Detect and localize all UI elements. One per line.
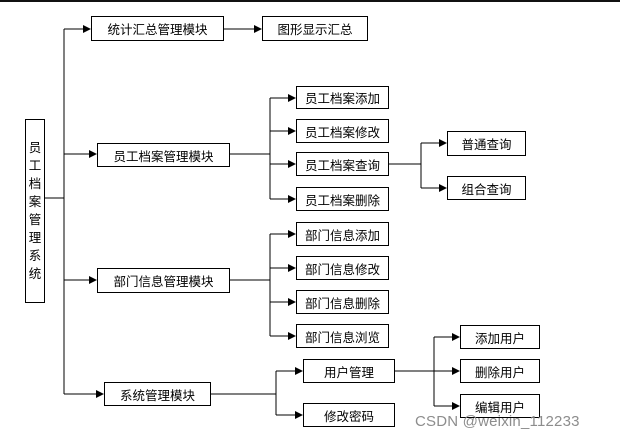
node-dept-module: 部门信息管理模块 <box>97 268 230 293</box>
root-char: 统 <box>28 266 42 281</box>
node-employee-delete: 员工档案删除 <box>296 187 389 211</box>
node-add-user: 添加用户 <box>460 325 540 349</box>
top-border-line <box>0 0 620 2</box>
node-combined-query: 组合查询 <box>447 176 526 200</box>
node-employee-add: 员工档案添加 <box>296 86 389 109</box>
node-system-module: 系统管理模块 <box>104 382 211 406</box>
csdn-watermark: CSDN @weixin_112233 <box>415 413 580 430</box>
node-normal-query: 普通查询 <box>447 131 526 156</box>
root-char: 员 <box>28 140 42 155</box>
root-char: 工 <box>28 158 42 173</box>
node-dept-add: 部门信息添加 <box>296 222 389 246</box>
root-char: 理 <box>28 230 42 245</box>
root-char: 档 <box>28 176 42 191</box>
node-delete-user: 删除用户 <box>460 359 540 383</box>
node-dept-delete: 部门信息删除 <box>296 290 389 314</box>
root-node-employee-archive-system: 员 工 档 案 管 理 系 统 <box>25 119 45 303</box>
node-graphic-summary: 图形显示汇总 <box>262 16 368 41</box>
node-edit-user: 编辑用户 <box>460 394 540 418</box>
root-char: 案 <box>28 194 42 209</box>
node-dept-modify: 部门信息修改 <box>296 256 389 280</box>
node-employee-module: 员工档案管理模块 <box>97 143 230 167</box>
root-char: 管 <box>28 212 42 227</box>
node-stats-module: 统计汇总管理模块 <box>91 16 224 41</box>
root-char: 系 <box>28 248 42 263</box>
node-employee-query: 员工档案查询 <box>296 152 389 176</box>
node-dept-browse: 部门信息浏览 <box>296 324 389 348</box>
node-user-management: 用户管理 <box>303 359 395 383</box>
node-change-password: 修改密码 <box>303 403 395 427</box>
node-employee-modify: 员工档案修改 <box>296 119 389 143</box>
